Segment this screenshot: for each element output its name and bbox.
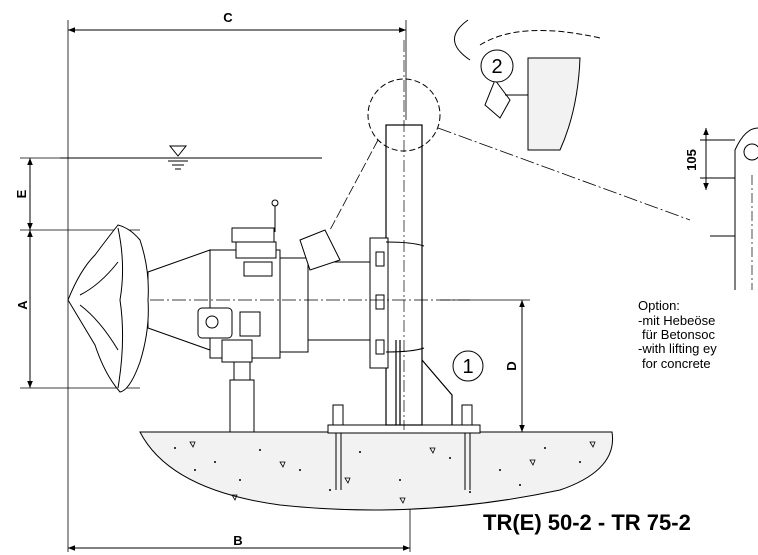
propeller <box>67 224 149 393</box>
dimension-lines <box>27 27 525 551</box>
option-note-line-1: Option: <box>638 298 680 313</box>
water-level <box>60 145 322 170</box>
dimension-b-label: B <box>233 533 242 548</box>
model-title: TR(E) 50-2 - TR 75-2 <box>483 510 691 535</box>
callout-1-circle <box>452 350 484 382</box>
concrete-foundation <box>139 431 614 511</box>
option-note-line-4: -with lifting ey <box>638 341 717 356</box>
callout-1-label: 1 <box>462 356 473 378</box>
option-note-line-3: für Betonsoc <box>642 327 715 342</box>
anchor-bolts <box>332 404 473 490</box>
dimension-e-label: E <box>14 189 29 198</box>
option-note-line-5: for concrete <box>642 356 711 371</box>
detail-2-view <box>329 19 691 231</box>
option-note-line-2: -mit Hebeöse <box>638 313 715 328</box>
lifting-eye-detail <box>700 127 758 290</box>
mounting-bracket <box>369 237 425 369</box>
callout-2-label: 2 <box>491 56 502 78</box>
guide-tube <box>385 40 453 430</box>
dimension-c-label: C <box>223 10 233 25</box>
detail-height-label: 105 <box>684 149 699 171</box>
support-leg <box>229 361 255 433</box>
dimension-d-label: D <box>504 361 519 370</box>
dimension-a-label: A <box>15 300 30 310</box>
callout-2-circle <box>480 49 514 83</box>
